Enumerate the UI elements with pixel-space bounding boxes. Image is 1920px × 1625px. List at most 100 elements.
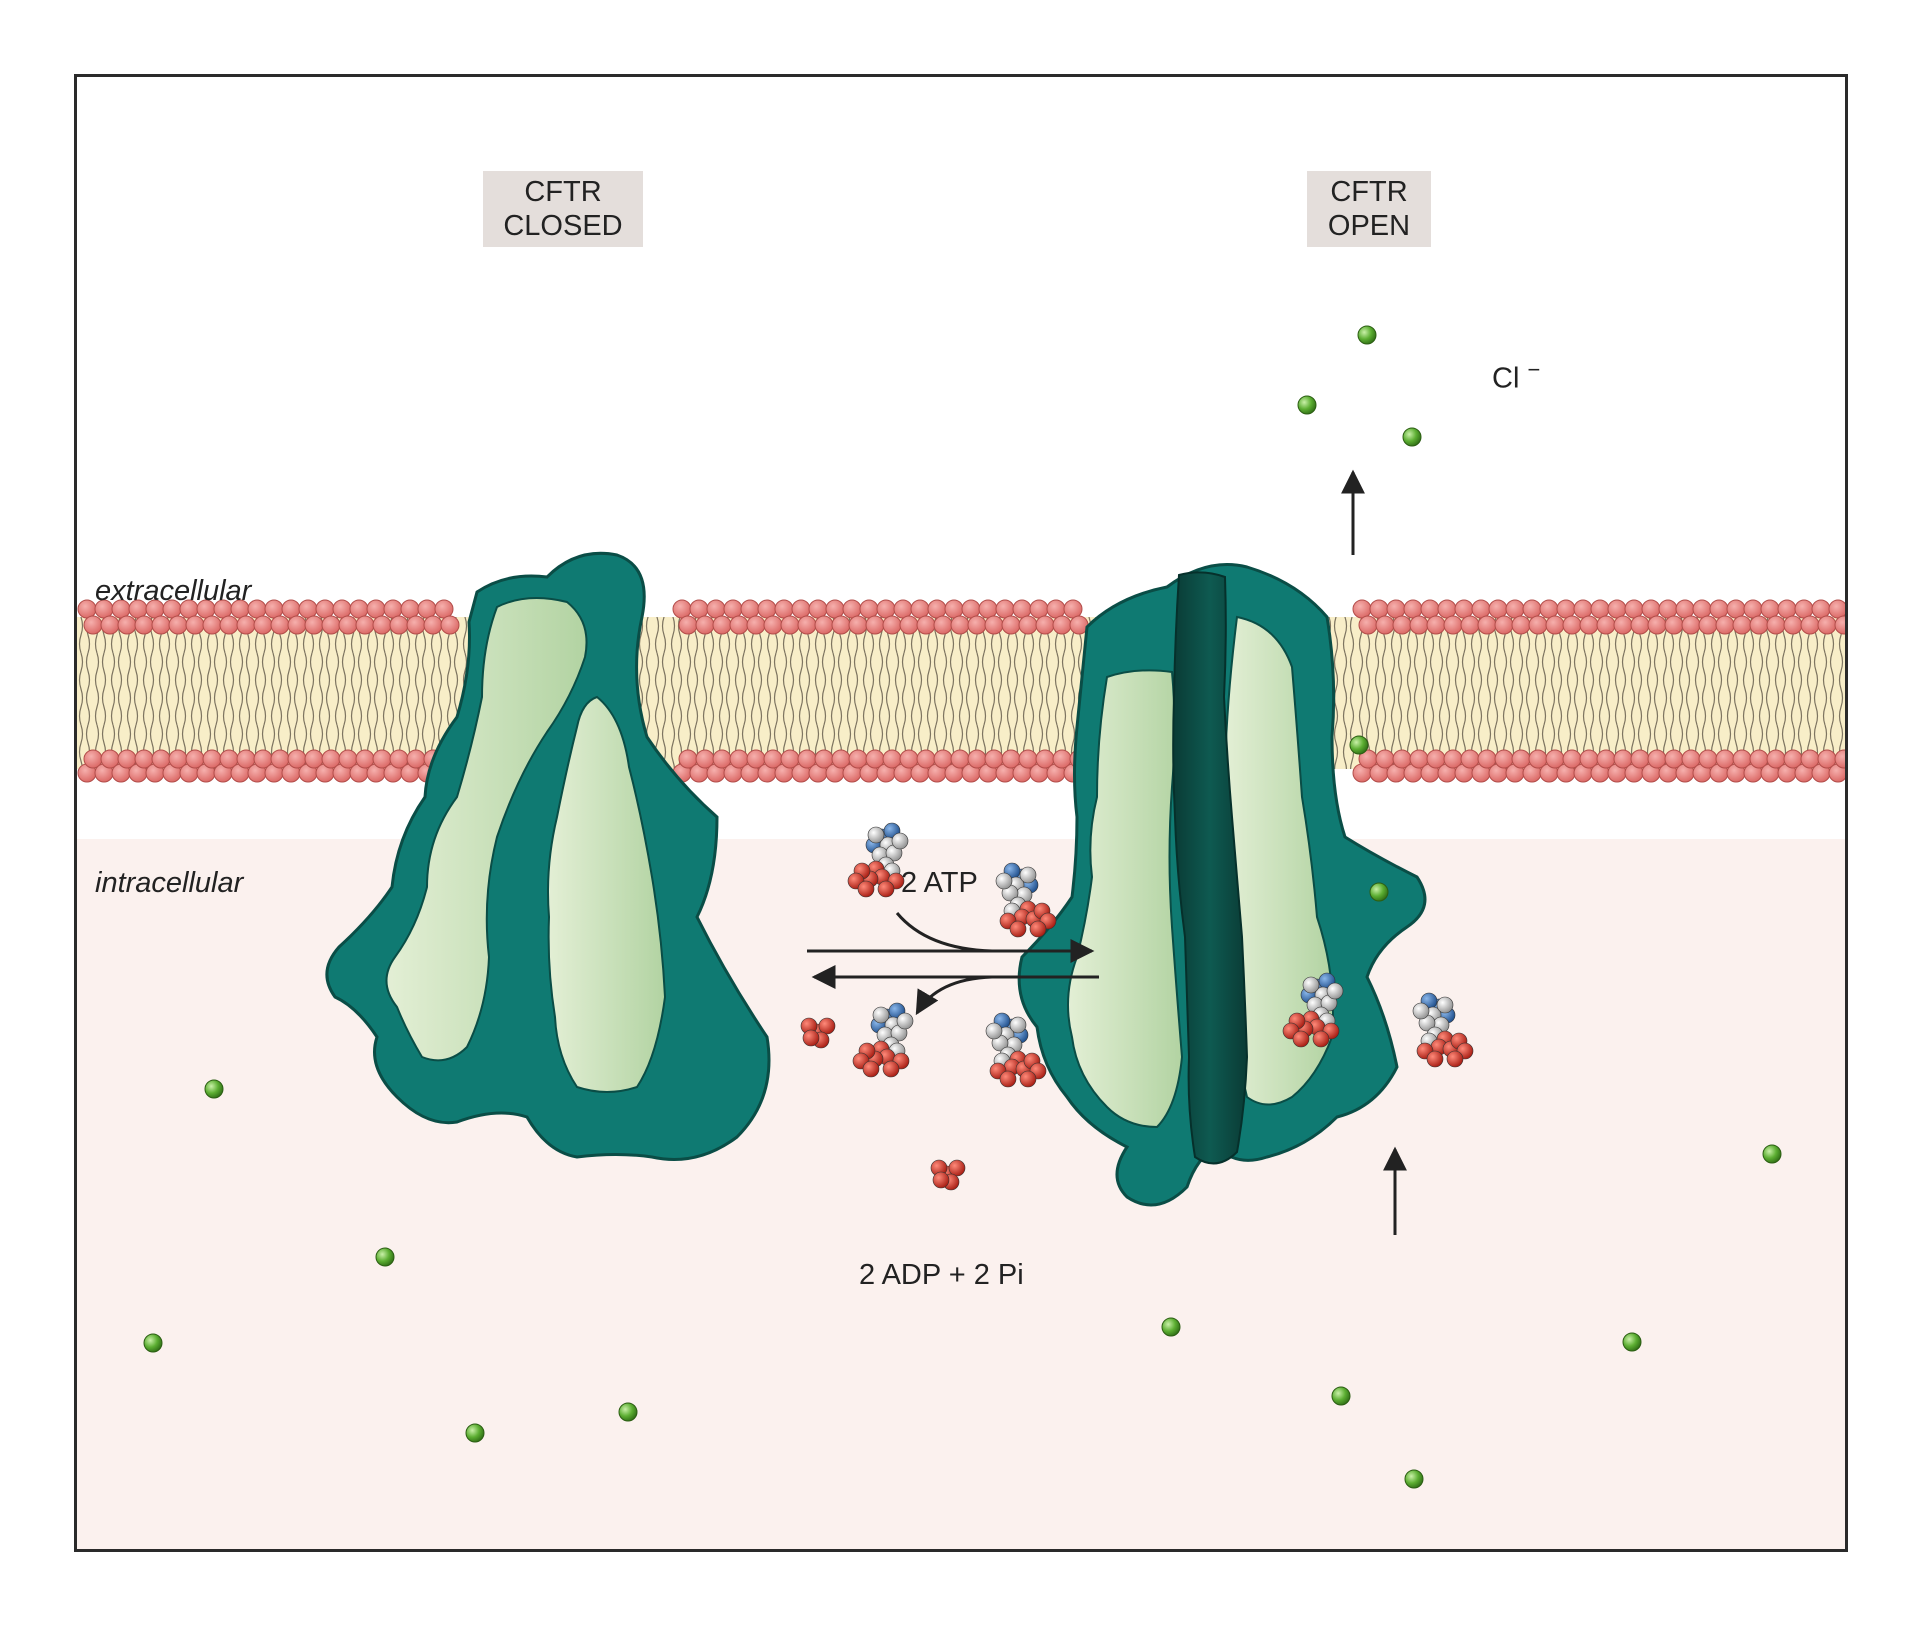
atom <box>999 1070 1017 1088</box>
atom <box>1436 996 1454 1014</box>
closed-protein-domain-left <box>385 597 588 1062</box>
atom <box>802 1029 820 1047</box>
extracellular-label: extracellular <box>95 575 252 607</box>
lipid-head <box>1471 599 1491 619</box>
atom <box>1312 1030 1330 1048</box>
atom <box>1009 1016 1027 1034</box>
atp-molecule-icon <box>1282 972 1344 1048</box>
lipid-head <box>349 599 369 619</box>
lipid-head <box>417 599 437 619</box>
lipid-head <box>1800 615 1820 635</box>
lipid-head <box>1675 599 1695 619</box>
lipid-head <box>1001 615 1021 635</box>
atom <box>932 1171 950 1189</box>
lipid-head <box>321 615 341 635</box>
chloride-charge: − <box>1527 357 1541 382</box>
atom <box>1292 1030 1310 1048</box>
chloride-ion-icon <box>618 1402 638 1422</box>
lipid-head <box>1494 615 1514 635</box>
lipid-head <box>1488 599 1508 619</box>
open-label-line2: OPEN <box>1327 210 1411 242</box>
lipid-head <box>1828 599 1845 619</box>
lipid-head <box>1641 599 1661 619</box>
atom <box>1326 982 1344 1000</box>
lipid-head <box>1630 615 1650 635</box>
lipid-head <box>1358 615 1378 635</box>
chloride-ion-icon <box>1402 427 1422 447</box>
lipid-head <box>712 615 732 635</box>
atom <box>1019 1070 1037 1088</box>
lipid-head <box>168 615 188 635</box>
lipid-head <box>910 599 930 619</box>
lipid-head <box>899 615 919 635</box>
lipid-head <box>950 615 970 635</box>
lipid-head <box>1783 615 1803 635</box>
adp-molecule-icon <box>852 1002 914 1078</box>
lipid-head <box>1777 599 1797 619</box>
lipid-head <box>281 599 301 619</box>
adp-molecule-icon <box>985 1012 1047 1088</box>
lipid-head <box>876 599 896 619</box>
lipid-head <box>1556 599 1576 619</box>
chloride-ion-icon <box>1404 1469 1424 1489</box>
lipid-head <box>1477 615 1497 635</box>
lipid-head <box>780 615 800 635</box>
cftr-open-label: CFTR OPEN <box>1307 171 1431 247</box>
lipid-head <box>1454 599 1474 619</box>
lipid-head <box>332 599 352 619</box>
lipid-head <box>1664 615 1684 635</box>
lipid-head <box>383 599 403 619</box>
lipid-head <box>406 615 426 635</box>
lipid-head <box>961 599 981 619</box>
lipid-head <box>916 615 936 635</box>
atom <box>985 1022 1003 1040</box>
phosphate-molecule-icon <box>800 1017 836 1049</box>
lipid-head <box>1624 599 1644 619</box>
upper-leaflet-heads <box>77 599 1845 635</box>
lipid-head <box>1460 615 1480 635</box>
atom <box>1029 920 1047 938</box>
lipid-head <box>1562 615 1582 635</box>
lipid-head <box>791 599 811 619</box>
lipid-head <box>1743 599 1763 619</box>
atom <box>948 1159 966 1177</box>
lipid-head <box>1698 615 1718 635</box>
lipid-head <box>423 615 443 635</box>
lipid-head <box>100 615 120 635</box>
atom <box>1302 976 1320 994</box>
lipid-head <box>355 615 375 635</box>
lipid-head <box>723 599 743 619</box>
closed-label-line2: CLOSED <box>503 210 623 242</box>
lipid-head <box>848 615 868 635</box>
lipid-head <box>134 615 154 635</box>
lipid-head <box>1607 599 1627 619</box>
lipid-head <box>1420 599 1440 619</box>
lipid-head <box>1545 615 1565 635</box>
chloride-ion-icon <box>1161 1317 1181 1337</box>
lipid-head <box>185 615 205 635</box>
lipid-head <box>1511 615 1531 635</box>
atom <box>1446 1050 1464 1068</box>
lipid-head <box>117 615 137 635</box>
products-label: 2 ADP + 2 Pi <box>859 1259 1024 1291</box>
lipid-head <box>865 615 885 635</box>
atom <box>862 1060 880 1078</box>
lipid-head <box>984 615 1004 635</box>
lipid-head <box>842 599 862 619</box>
lipid-head <box>1386 599 1406 619</box>
lipid-head <box>831 615 851 635</box>
lipid-head <box>1539 599 1559 619</box>
phosphate-molecule-icon <box>930 1159 966 1191</box>
lipid-head <box>1692 599 1712 619</box>
lipid-bilayer <box>77 599 1845 783</box>
atom <box>1019 866 1037 884</box>
lipid-head <box>151 615 171 635</box>
lipid-head <box>1613 615 1633 635</box>
adp-release-curve-arrow <box>915 975 993 1016</box>
equilibrium-arrows <box>807 469 1407 1235</box>
lipid-head <box>389 615 409 635</box>
atom <box>891 832 909 850</box>
lipid-head <box>1709 599 1729 619</box>
lipid-head <box>1766 615 1786 635</box>
lipid-head <box>1063 599 1083 619</box>
